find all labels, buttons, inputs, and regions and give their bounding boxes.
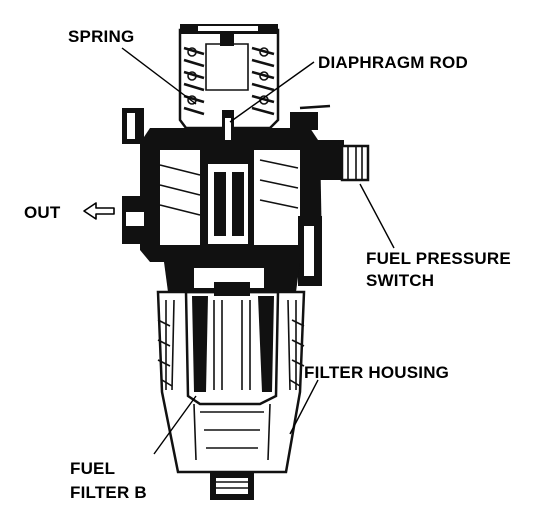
leader-lines xyxy=(121,47,395,455)
fuel-filter-element xyxy=(184,282,280,461)
fuel-pressure-switch-label-line2: SWITCH xyxy=(366,271,434,290)
spring-leader xyxy=(121,47,197,105)
filter-housing-bowl xyxy=(156,290,306,500)
fuel-filter-label-line2: FILTER B xyxy=(70,483,147,502)
fuel-filter-label-line1: FUEL xyxy=(70,459,115,478)
out-label: OUT xyxy=(24,203,61,222)
filter-housing-label: FILTER HOUSING xyxy=(304,363,449,382)
pressure-switch-leader xyxy=(359,183,395,249)
regulator-body xyxy=(122,140,322,286)
fuel-filter-leader xyxy=(153,395,197,455)
coil-spring xyxy=(183,46,275,116)
regulator-illustration xyxy=(122,24,370,500)
fuel-pressure-switch xyxy=(312,140,370,182)
filter-housing-leader xyxy=(289,379,319,435)
out-arrow-icon xyxy=(83,202,115,220)
fuel-pressure-switch-label-line1: FUEL PRESSURE xyxy=(366,249,511,268)
diaphragm-rod-leader xyxy=(229,61,315,123)
diaphragm-rod-label: DIAPHRAGM ROD xyxy=(318,53,468,72)
spring-label: SPRING xyxy=(68,27,134,46)
